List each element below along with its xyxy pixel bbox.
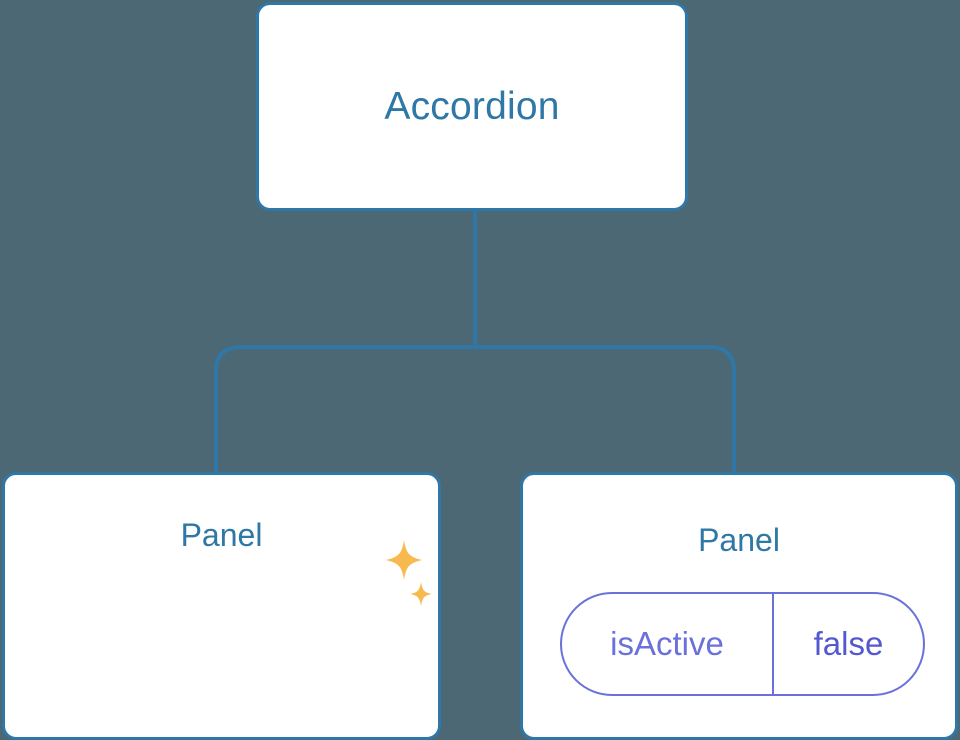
prop-key-isactive: isActive	[562, 594, 774, 694]
prop-value-false: false	[813, 625, 884, 662]
node-accordion-title: Accordion	[384, 85, 560, 128]
prop-pill-isactive-false[interactable]: isActive false	[560, 592, 925, 696]
node-panel-left-title: Panel	[180, 517, 263, 553]
node-panel-left[interactable]: Panel	[2, 472, 441, 740]
node-panel-right-title: Panel	[698, 522, 780, 558]
node-panel-right[interactable]: Panel isActive false	[520, 472, 958, 740]
node-accordion[interactable]: Accordion	[256, 2, 688, 211]
connector-branch-bus	[214, 345, 736, 474]
